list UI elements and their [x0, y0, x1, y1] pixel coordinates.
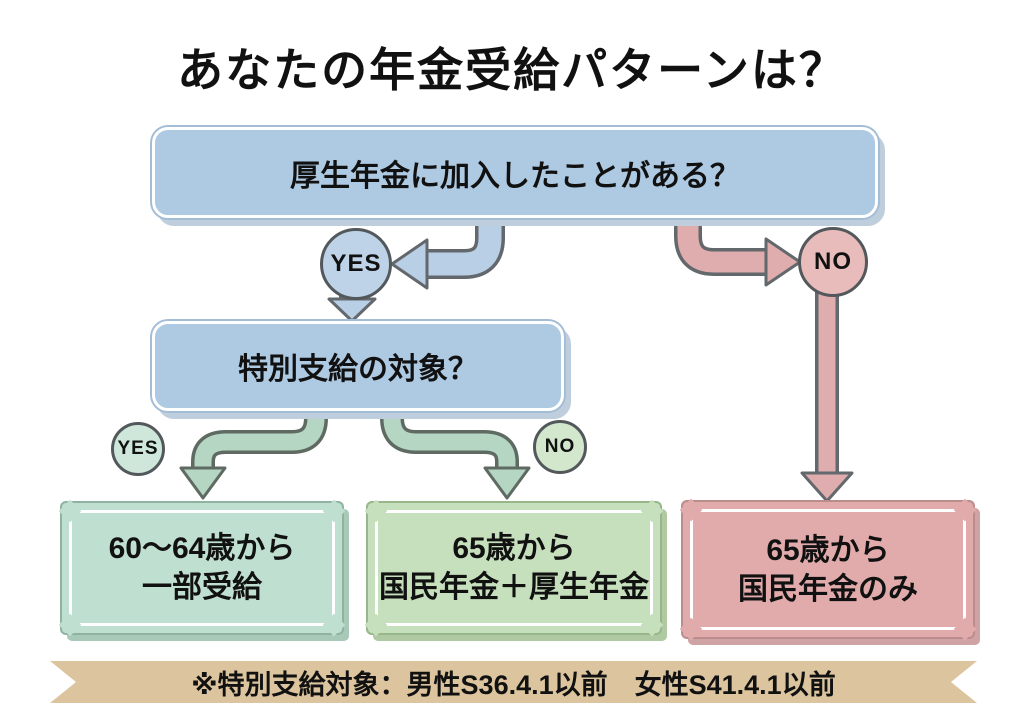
- outcome-line: 一部受給: [142, 571, 262, 604]
- arrow-q2-no: [380, 396, 531, 500]
- question-text: 厚生年金に加入したことがある？: [290, 159, 740, 193]
- outcome-line: 国民年金＋厚生年金: [379, 571, 649, 604]
- outcome-line: 65歳から: [766, 533, 890, 567]
- footnote-text: ※特別支給対象：男性S36.4.1以前 女性S41.4.1以前: [191, 669, 836, 700]
- footnote-ribbon: ※特別支給対象：男性S36.4.1以前 女性S41.4.1以前: [50, 661, 977, 703]
- question-box-tokubetsu-shikyu: 特別支給の対象？: [152, 321, 564, 411]
- question-text: 特別支給の対象？: [238, 353, 478, 386]
- outcome-box-partial: 60〜64歳から 一部受給: [58, 499, 346, 637]
- outcome-box-both-pensions: 65歳から 国民年金＋厚生年金: [364, 499, 664, 637]
- question-box-kosei-nenkin: 厚生年金に加入したことがある？: [152, 127, 878, 218]
- outcome-line: 65歳から: [452, 532, 576, 565]
- outcome-line: 国民年金のみ: [738, 572, 918, 606]
- outcome-line: 60〜64歳から: [108, 532, 296, 565]
- page-title: あなたの年金受給パターンは？: [177, 44, 847, 96]
- badge-q2-no: NO: [533, 420, 587, 474]
- badge-q1-yes: YES: [320, 228, 392, 300]
- arrow-q1-no: [674, 200, 802, 287]
- arrow-no-kokumin: [800, 292, 854, 503]
- outcome-box-kokumin-only: 65歳から 国民年金のみ: [679, 498, 977, 641]
- badge-q2-yes: YES: [111, 422, 165, 476]
- arrow-q2-yes: [179, 396, 328, 500]
- badge-q1-no: NO: [798, 227, 868, 297]
- arrow-q1-yes: [390, 200, 505, 290]
